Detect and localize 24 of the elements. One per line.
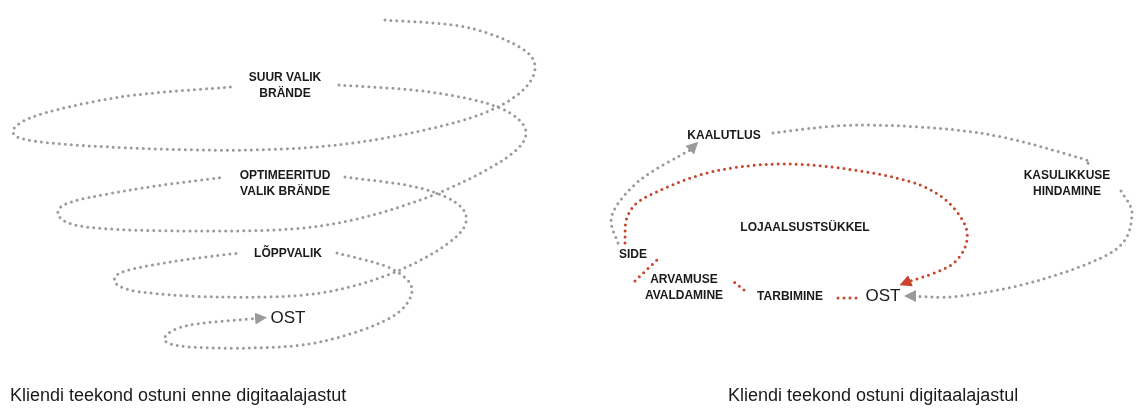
stage-label: KAALUTLUS bbox=[679, 127, 769, 143]
caption: Kliendi teekond ostuni digitaalajastul bbox=[728, 385, 1019, 406]
dotted-arrow bbox=[163, 251, 414, 350]
dotted-line bbox=[633, 256, 661, 283]
stage-label: ARVAMUSE AVALDAMINE bbox=[639, 271, 729, 303]
dotted-line bbox=[771, 123, 1092, 166]
dotted-line bbox=[56, 83, 528, 233]
cycle-label: LOJAALSUSTSÜKKEL bbox=[740, 220, 870, 234]
dotted-line bbox=[834, 296, 858, 300]
stage-label: OPTIMEERITUD VALIK BRÄNDE bbox=[229, 167, 341, 199]
stage-label: SIDE bbox=[611, 246, 655, 262]
dotted-line bbox=[731, 279, 746, 292]
stage-label: OST bbox=[860, 286, 906, 306]
stage-label: LÕPPVALIK bbox=[243, 245, 333, 261]
stage-label: SUUR VALIK BRÄNDE bbox=[235, 69, 335, 101]
stage-label: KASULIKKUSE HINDAMINE bbox=[1017, 167, 1117, 199]
caption: Kliendi teekond ostuni enne digitaalajastut bbox=[10, 385, 347, 406]
dotted-arrow bbox=[623, 162, 969, 287]
stage-label: TARBIMINE bbox=[748, 288, 832, 304]
dotted-arrow bbox=[609, 140, 698, 245]
stage-label: OST bbox=[265, 308, 311, 328]
dotted-arrow bbox=[904, 189, 1134, 303]
dotted-line bbox=[112, 175, 468, 299]
dotted-line bbox=[11, 18, 537, 152]
